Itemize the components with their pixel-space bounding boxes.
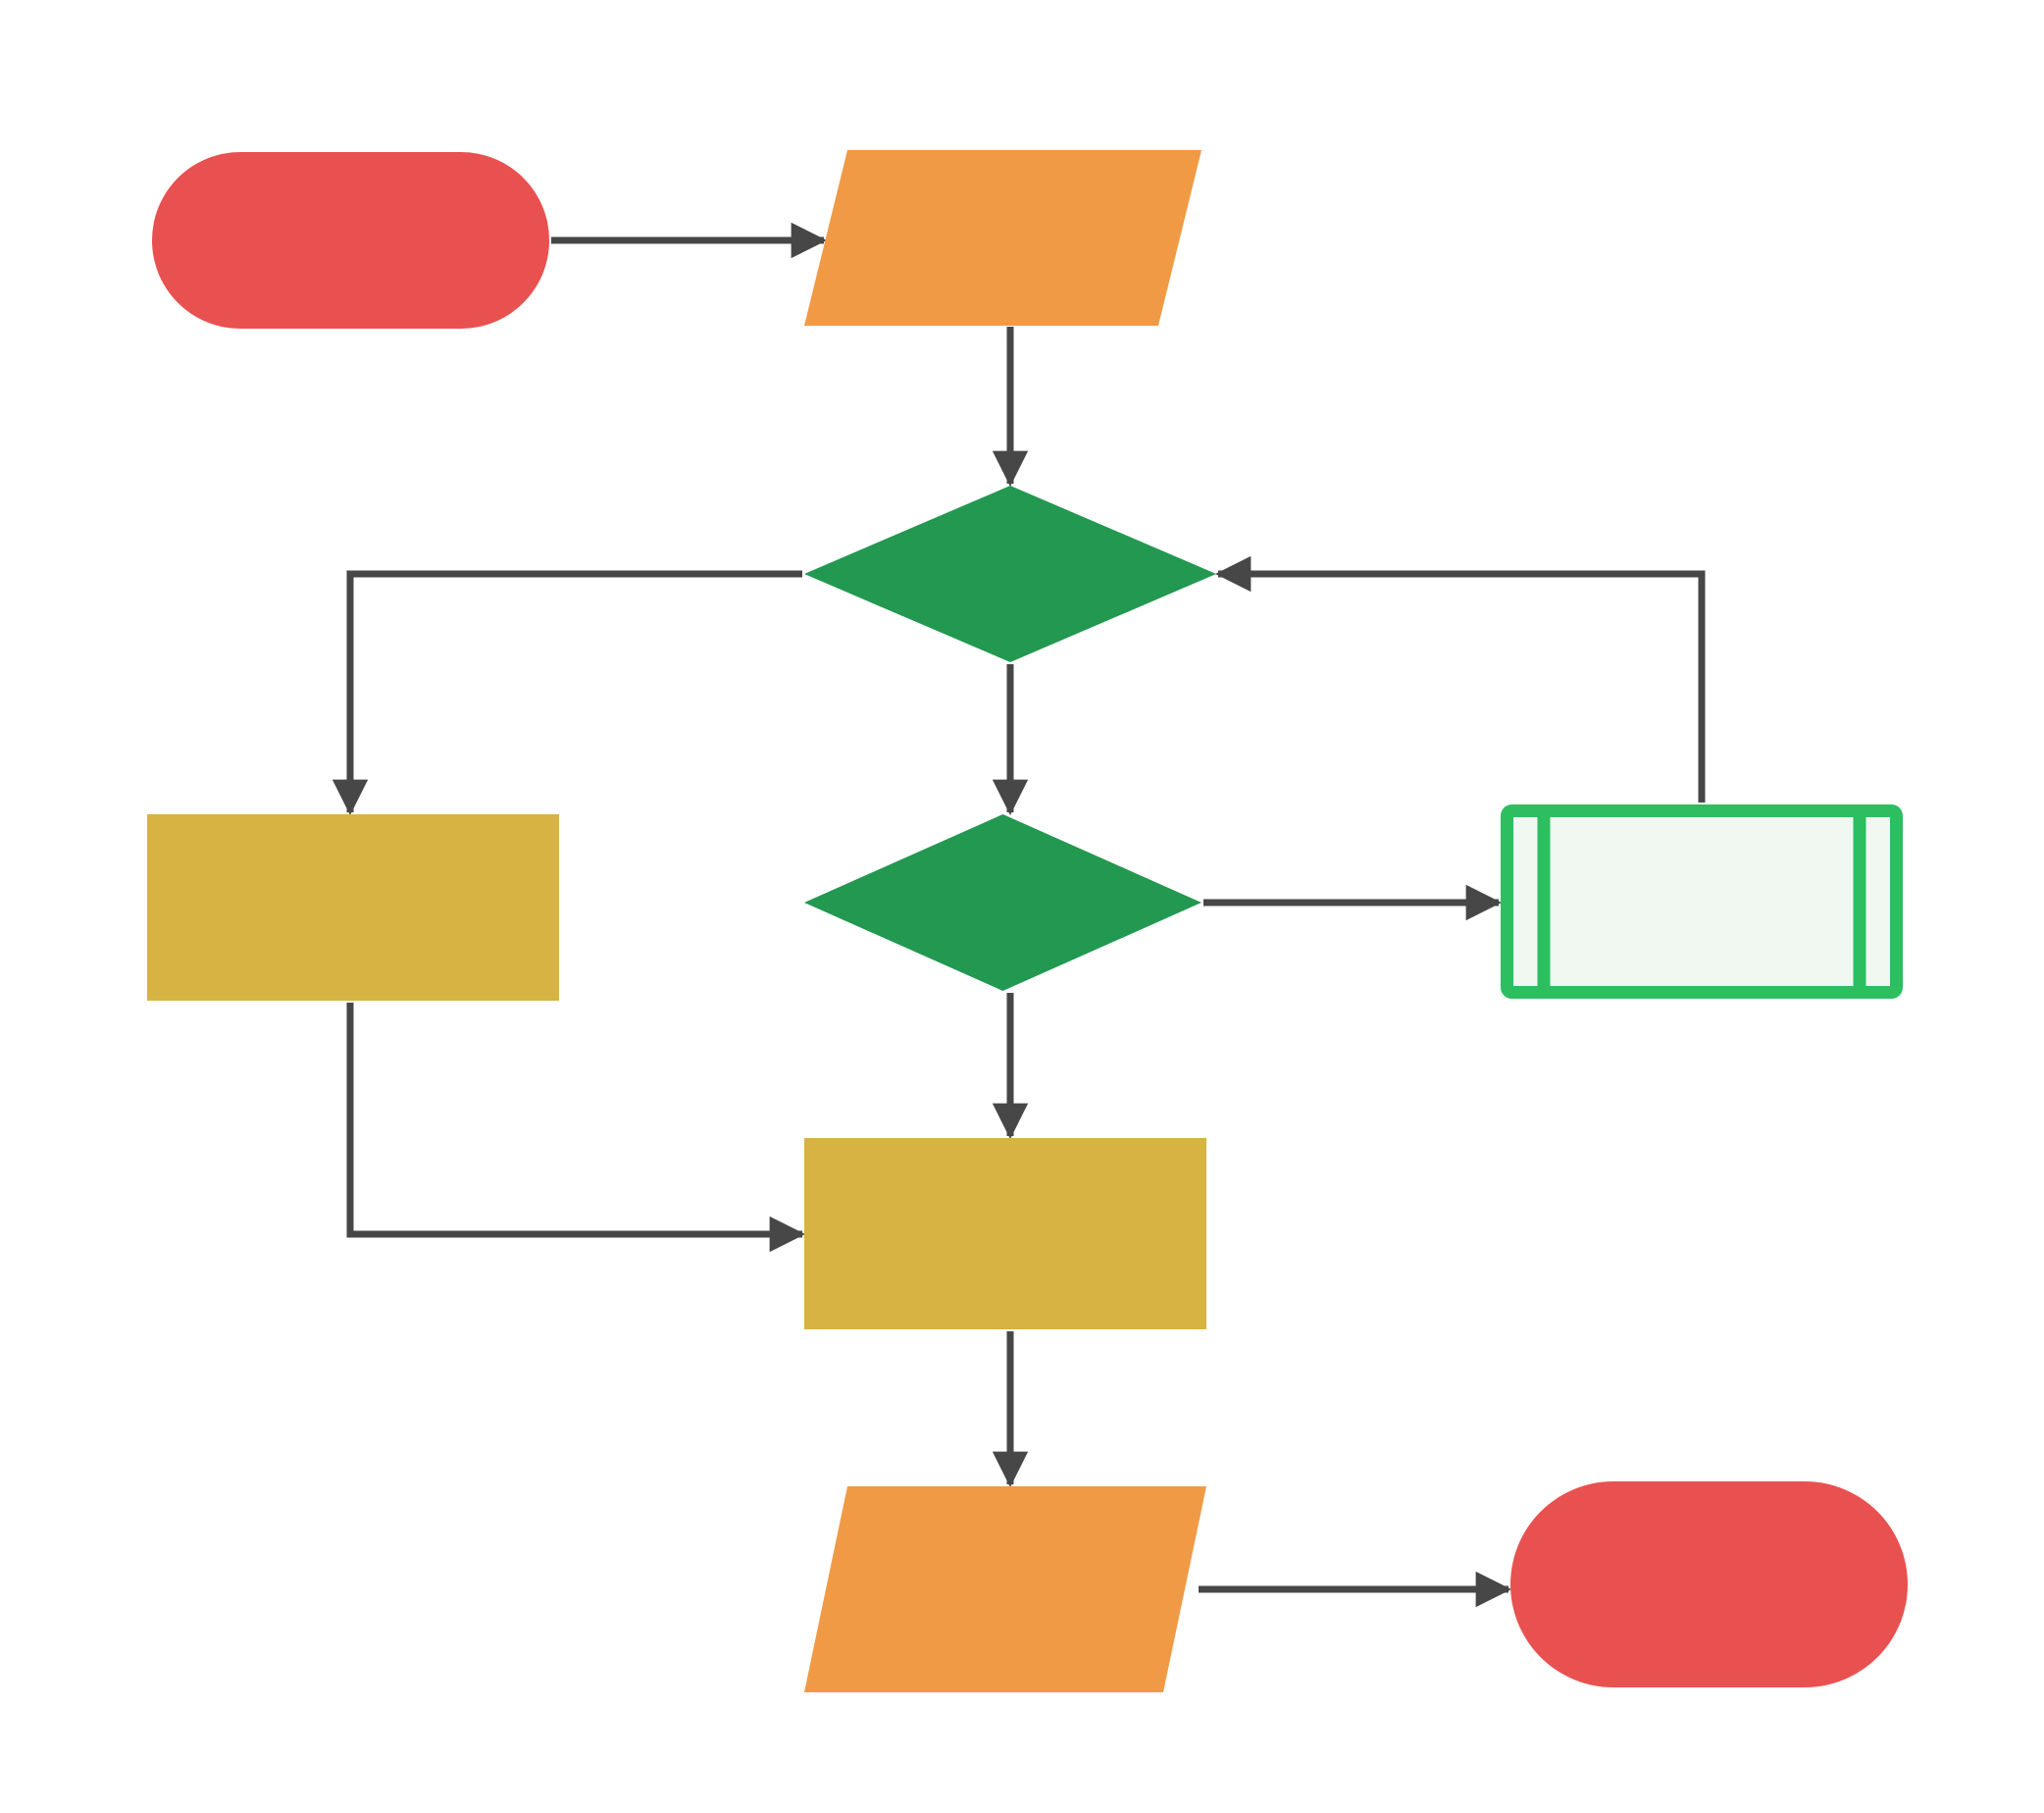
- edge-process-left-to-process-center: [346, 1003, 806, 1253]
- predefined-process-subroutine[interactable]: [1501, 804, 1903, 999]
- decision-diamond-primary-body[interactable]: [804, 486, 1216, 662]
- input-parallelogram-body[interactable]: [804, 150, 1201, 326]
- edge-layer: [332, 222, 1706, 1608]
- output-parallelogram-body[interactable]: [804, 1486, 1206, 1692]
- process-rect-left[interactable]: [147, 814, 559, 1001]
- process-rect-center[interactable]: [804, 1138, 1206, 1329]
- process-rect-left-body[interactable]: [147, 814, 559, 1001]
- start-terminator[interactable]: [152, 152, 549, 329]
- end-terminator-body[interactable]: [1510, 1481, 1908, 1687]
- output-parallelogram[interactable]: [804, 1486, 1206, 1692]
- edge-predefined-to-decision1: [1214, 555, 1706, 803]
- decision-diamond-primary[interactable]: [804, 486, 1216, 662]
- node-layer: [147, 150, 1908, 1692]
- process-rect-center-body[interactable]: [804, 1138, 1206, 1329]
- input-parallelogram[interactable]: [804, 150, 1201, 326]
- start-terminator-body[interactable]: [152, 152, 549, 329]
- decision-diamond-secondary[interactable]: [804, 814, 1201, 991]
- predefined-process-subroutine-body[interactable]: [1501, 804, 1903, 999]
- edge-decision1-to-process-left: [332, 570, 802, 816]
- end-terminator[interactable]: [1510, 1481, 1908, 1687]
- decision-diamond-secondary-body[interactable]: [804, 814, 1201, 991]
